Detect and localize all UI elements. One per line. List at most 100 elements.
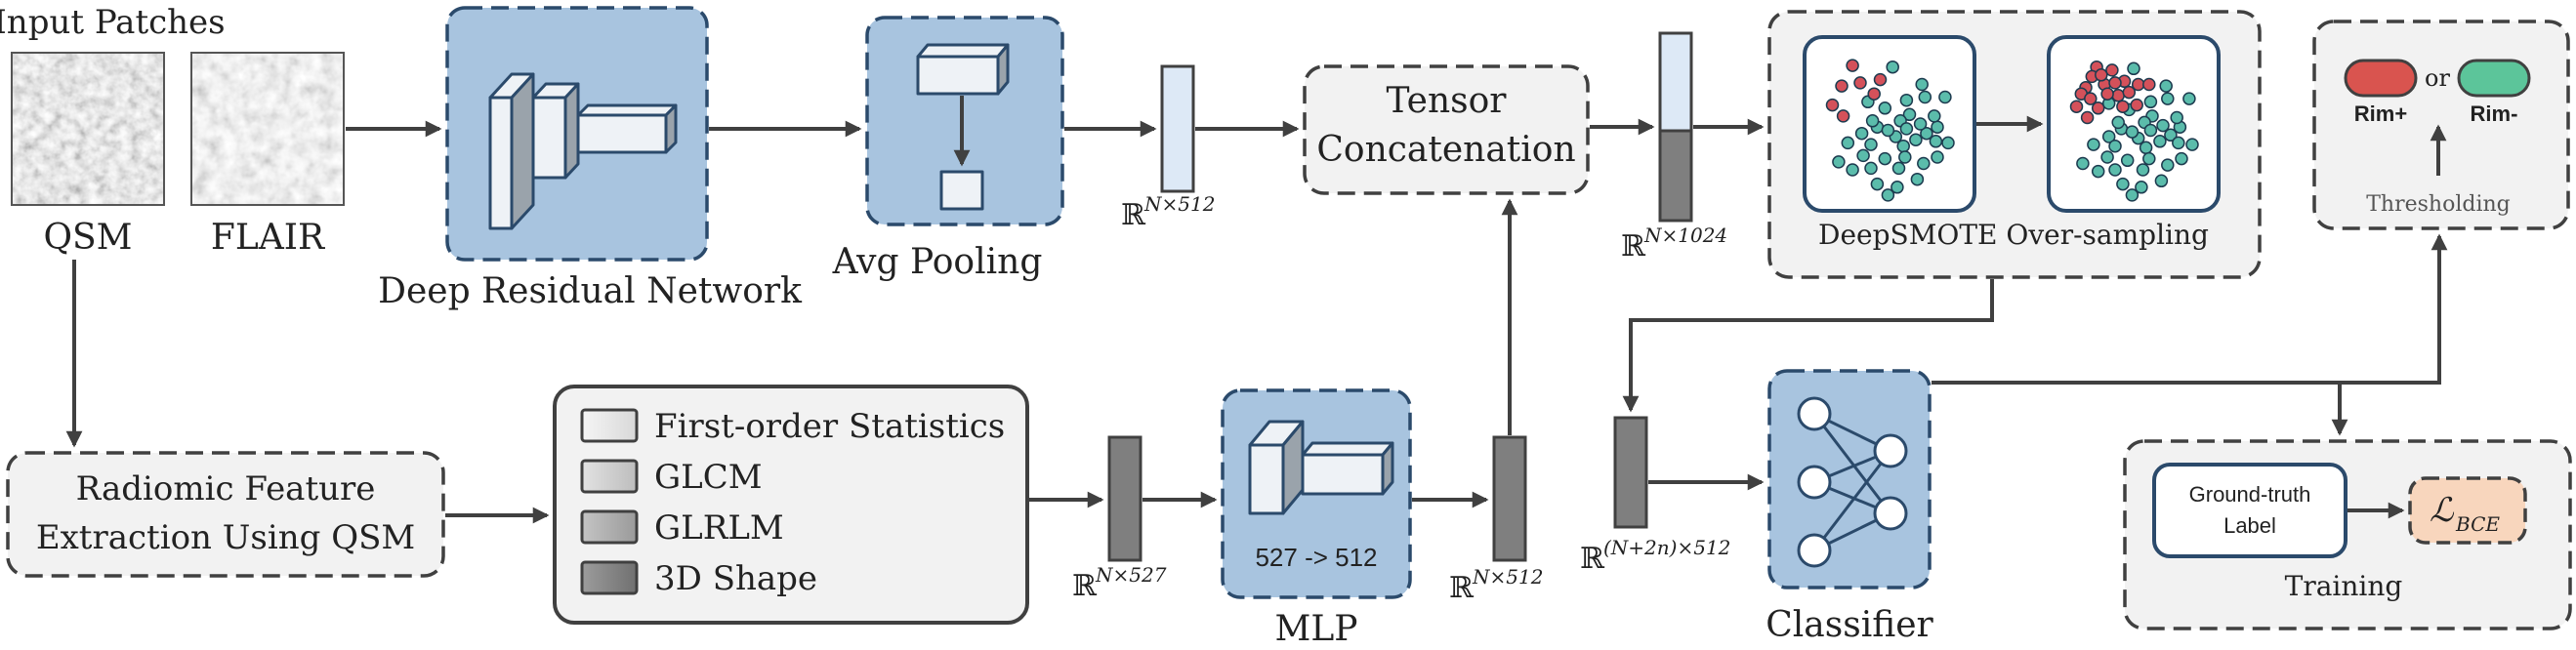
- scatter-point: [2156, 118, 2170, 133]
- scatter-point: [1920, 126, 1933, 141]
- first-order-swatch: [580, 408, 639, 443]
- neural-network-icon: [1797, 396, 1908, 568]
- scatter-point: [2131, 77, 2145, 92]
- scatter-point: [2170, 110, 2183, 125]
- scatter-point: [2100, 150, 2114, 164]
- deep-residual-network-label: Deep Residual Network: [378, 271, 803, 311]
- scatter-point: [2136, 163, 2150, 177]
- scatter-point: [2108, 163, 2122, 177]
- deepsmote-label: DeepSMOTE Over-sampling: [1818, 219, 2209, 251]
- glrlm-label: GLRLM: [654, 508, 784, 548]
- glrlm-swatch: [580, 509, 639, 545]
- scatter-point: [2084, 92, 2098, 105]
- scatter-point: [1825, 98, 1840, 112]
- scatter-point: [2095, 68, 2108, 82]
- avg-pooling-block: [865, 16, 1064, 226]
- scatter-point: [1909, 133, 1923, 146]
- scatter-point: [1873, 72, 1888, 87]
- scatter-point: [2154, 174, 2169, 188]
- svg-text:ℝ: ℝ: [1621, 229, 1646, 264]
- scatter-point: [1902, 107, 1917, 122]
- ground-truth-line2: Label: [2223, 513, 2276, 538]
- scatter-point: [1941, 136, 1955, 150]
- svg-text:N×512: N×512: [1472, 565, 1543, 589]
- scatter-point: [1929, 135, 1943, 148]
- scatter-point: [1913, 117, 1928, 131]
- scatter-point: [2116, 100, 2130, 113]
- radiomic-line1: Radiomic Feature: [76, 469, 376, 508]
- ground-truth-line1: Ground-truth: [2189, 482, 2311, 507]
- scatter-point: [1835, 79, 1849, 93]
- scatter-point: [1846, 59, 1859, 72]
- bce-loss-box: [2408, 476, 2527, 545]
- scatter-point: [2143, 123, 2158, 138]
- radiomic-feature-tensor: [1107, 435, 1143, 562]
- scatter-point: [2080, 110, 2095, 125]
- scatter-point: [1856, 148, 1870, 163]
- scatter-point: [1854, 126, 1869, 141]
- scatter-point: [1865, 114, 1880, 128]
- svg-text:ℝ: ℝ: [1121, 198, 1146, 232]
- scatter-point: [1878, 151, 1892, 166]
- scatter-point: [1886, 60, 1899, 74]
- rim-positive-pill: [2344, 59, 2418, 98]
- scatter-point: [1836, 109, 1850, 123]
- bce-loss-label: ℒ BCE: [2430, 491, 2500, 536]
- classifier-input-dim-label: ℝ (N+2n)×512: [1580, 536, 1730, 576]
- scatter-point: [2111, 115, 2125, 130]
- avg-pooling-icon: [916, 43, 1010, 211]
- thresholding-label: Thresholding: [2366, 192, 2511, 217]
- scatter-point: [2182, 92, 2196, 105]
- radiomic-dim-label: ℝ N×527: [1072, 563, 1167, 603]
- concat-dim-label: ℝ N×1024: [1621, 223, 1727, 264]
- scatter-point: [1832, 155, 1846, 169]
- flair-label: FLAIR: [211, 218, 325, 258]
- scatter-point: [1899, 122, 1914, 136]
- radiomic-extraction-block: [6, 451, 445, 578]
- scatter-point: [1910, 172, 1925, 186]
- scatter-point: [2175, 151, 2188, 166]
- svg-text:ℝ: ℝ: [1449, 571, 1475, 605]
- scatter-point: [1890, 181, 1904, 194]
- 3d-shape-label: 3D Shape: [654, 559, 817, 598]
- glcm-label: GLCM: [654, 458, 763, 497]
- scatter-point: [1898, 150, 1912, 164]
- avg-pooling-label: Avg Pooling: [832, 242, 1043, 282]
- svg-text:(N+2n)×512: (N+2n)×512: [1603, 536, 1730, 559]
- scatter-point: [2153, 135, 2167, 148]
- scatter-point: [1841, 136, 1855, 150]
- svg-text:N×1024: N×1024: [1643, 223, 1727, 247]
- scatter-point: [1931, 150, 1944, 164]
- scatter-point: [1928, 109, 1941, 123]
- tensor-concat-line2: Concatenation: [1316, 130, 1575, 170]
- scatter-point: [2130, 98, 2143, 112]
- scatter-point: [2185, 138, 2199, 151]
- classifier-input-tensor: [1613, 416, 1648, 529]
- scatter-point: [2125, 188, 2140, 202]
- or-label: or: [2425, 64, 2450, 92]
- scatter-point: [1915, 77, 1929, 92]
- smote-after-points: [2069, 60, 2199, 202]
- qsm-label: QSM: [43, 218, 132, 258]
- tensor-concatenation-block: [1303, 64, 1590, 195]
- concatenated-tensor: [1658, 31, 1693, 223]
- smote-before-points: [1825, 59, 1955, 202]
- scatter-point: [2108, 76, 2122, 90]
- mlp-layers-icon: [1248, 420, 1394, 515]
- scatter-point: [1867, 87, 1881, 101]
- scatter-point: [1917, 156, 1931, 171]
- radiomic-features-box: [553, 385, 1029, 625]
- mlp-dim-label: 527 -> 512: [1255, 543, 1377, 572]
- scatter-point: [2069, 100, 2084, 113]
- first-order-label: First-order Statistics: [654, 407, 1005, 446]
- svg-text:N×512: N×512: [1143, 192, 1215, 216]
- scatter-point: [1891, 161, 1906, 176]
- scatter-point: [2091, 164, 2105, 179]
- scatter-point: [2111, 89, 2125, 102]
- input-patches-label: Input Patches: [0, 3, 226, 42]
- svg-text:BCE: BCE: [2455, 512, 2500, 536]
- scatter-point: [1918, 90, 1932, 104]
- rim-negative-label: Rim-: [2471, 102, 2518, 126]
